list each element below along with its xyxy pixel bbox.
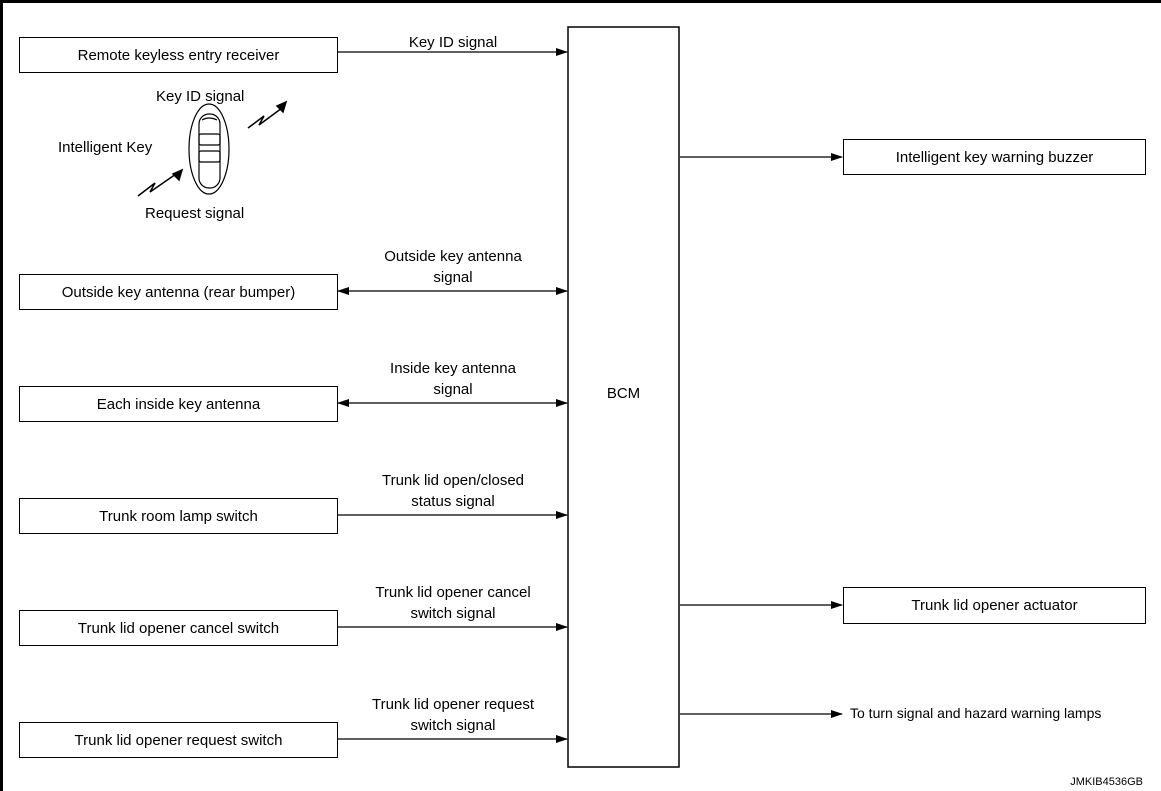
inside-key-antenna-signal-label: Inside key antenna signal bbox=[338, 358, 568, 400]
trunk-lid-opener-cancel-switch-label: Trunk lid opener cancel switch bbox=[77, 619, 280, 637]
trunk-status-signal-line2: status signal bbox=[411, 493, 495, 510]
key-id-signal-text: Key ID signal bbox=[408, 34, 498, 51]
request-switch-signal-line2: switch signal bbox=[410, 717, 496, 734]
inside-antenna-signal-line1: Inside key antenna bbox=[390, 360, 516, 377]
bcm-block bbox=[567, 26, 680, 768]
outside-antenna-signal-line1: Outside key antenna bbox=[384, 248, 522, 265]
key-id-wave-label: Key ID signal bbox=[156, 88, 245, 105]
outside-key-antenna-label: Outside key antenna (rear bumper) bbox=[61, 283, 296, 301]
intelligent-key-label: Intelligent Key bbox=[58, 139, 153, 156]
outside-antenna-signal-line2: signal bbox=[433, 269, 473, 286]
inside-antenna-signal-line2: signal bbox=[433, 381, 473, 398]
intelligent-key-warning-buzzer-label: Intelligent key warning buzzer bbox=[895, 148, 1094, 166]
inside-key-antenna-box: Each inside key antenna bbox=[19, 386, 338, 422]
trunk-room-lamp-switch-box: Trunk room lamp switch bbox=[19, 498, 338, 534]
trunk-lid-opener-cancel-switch-box: Trunk lid opener cancel switch bbox=[19, 610, 338, 646]
trunk-lid-opener-actuator-box: Trunk lid opener actuator bbox=[843, 587, 1146, 624]
cancel-switch-signal-line1: Trunk lid opener cancel bbox=[375, 584, 531, 601]
request-wave-label: Request signal bbox=[145, 205, 245, 222]
cancel-switch-signal-line2: switch signal bbox=[410, 605, 496, 622]
cancel-switch-signal-label: Trunk lid opener cancel switch signal bbox=[338, 582, 568, 624]
bcm-label: BCM bbox=[606, 385, 641, 402]
intelligent-key-fob-icon bbox=[188, 103, 230, 195]
request-switch-signal-label: Trunk lid opener request switch signal bbox=[338, 694, 568, 736]
intelligent-key-warning-buzzer-box: Intelligent key warning buzzer bbox=[843, 139, 1146, 175]
trunk-lid-opener-request-switch-label: Trunk lid opener request switch bbox=[74, 731, 283, 749]
remote-keyless-entry-receiver-label: Remote keyless entry receiver bbox=[77, 46, 280, 64]
trunk-status-signal-line1: Trunk lid open/closed bbox=[381, 472, 525, 489]
trunk-status-signal-label: Trunk lid open/closed status signal bbox=[338, 470, 568, 512]
key-id-wave-icon bbox=[247, 100, 288, 129]
remote-keyless-entry-receiver-box: Remote keyless entry receiver bbox=[19, 37, 338, 73]
turn-signal-hazard-lamps-label: To turn signal and hazard warning lamps bbox=[850, 705, 1102, 721]
trunk-lid-opener-request-switch-box: Trunk lid opener request switch bbox=[19, 722, 338, 758]
figure-code: JMKIB4536GB bbox=[1070, 776, 1143, 788]
outside-key-antenna-box: Outside key antenna (rear bumper) bbox=[19, 274, 338, 310]
trunk-lid-opener-actuator-label: Trunk lid opener actuator bbox=[911, 597, 1078, 614]
outside-key-antenna-signal-label: Outside key antenna signal bbox=[338, 246, 568, 288]
inside-key-antenna-label: Each inside key antenna bbox=[96, 395, 261, 413]
request-switch-signal-line1: Trunk lid opener request bbox=[371, 696, 535, 713]
key-id-signal-label: Key ID signal bbox=[368, 32, 538, 53]
trunk-room-lamp-switch-label: Trunk room lamp switch bbox=[99, 507, 258, 525]
request-wave-icon bbox=[137, 168, 184, 197]
